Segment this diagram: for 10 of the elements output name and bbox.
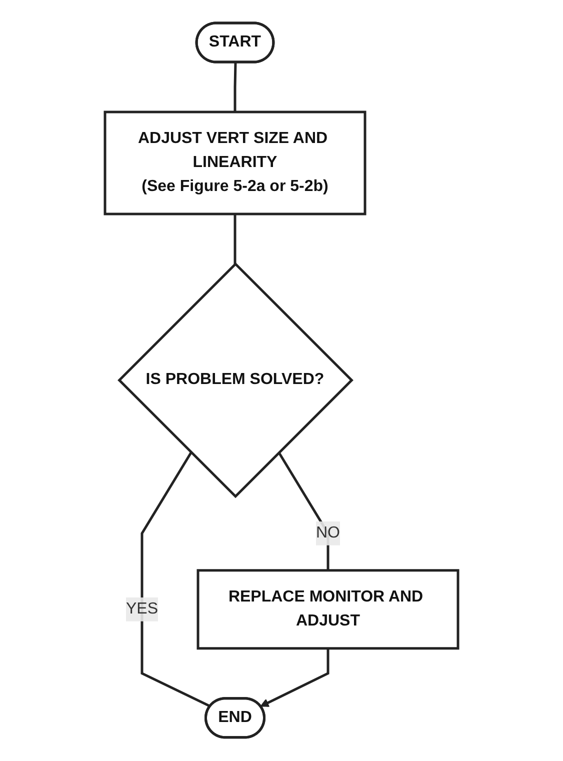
arrow [260,648,330,708]
connector [278,452,330,571]
connector [140,452,211,708]
edge-label: YES [126,600,158,618]
node-diamond: IS PROBLEM SOLVED? [118,262,354,498]
node-box: ADJUST VERT SIZE AND LINEARITY (See Figure 5-2a or 5-2b) [104,111,366,216]
connector [234,62,237,112]
edge-label: NO [316,524,340,542]
node-box: REPLACE MONITOR AND ADJUST [196,569,460,650]
connector [234,214,236,264]
